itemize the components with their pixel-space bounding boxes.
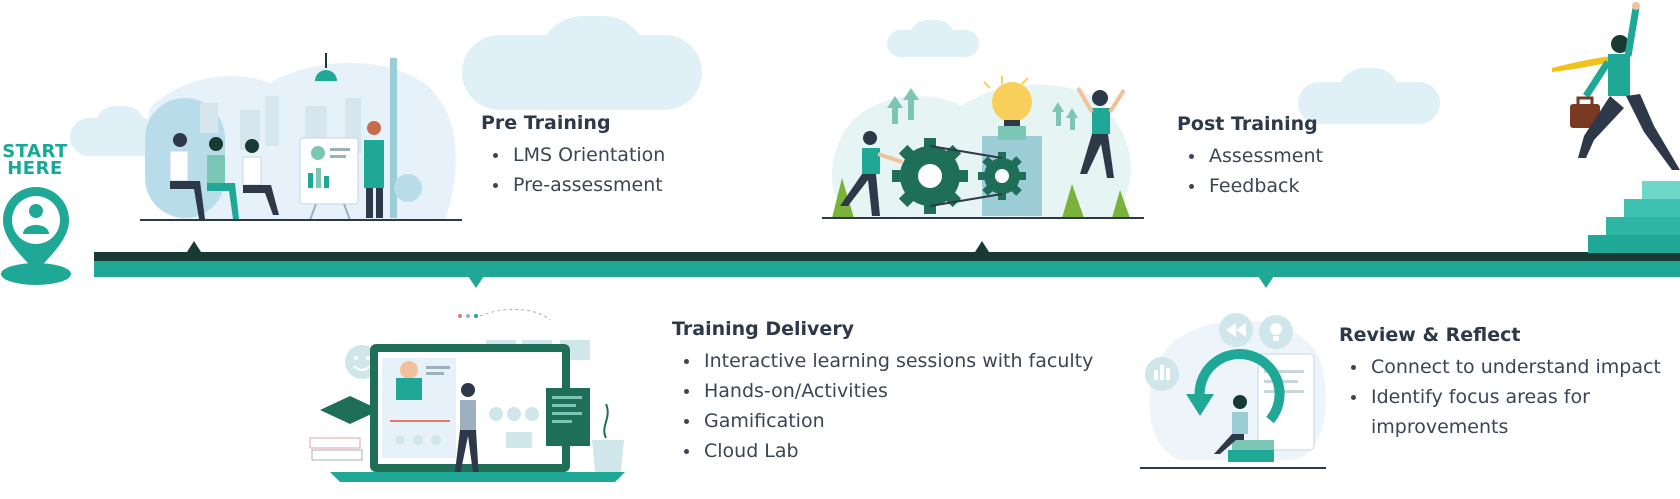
list-item: Interactive learning sessions with facul… (672, 346, 1093, 376)
review-reflect-list: Connect to understand impact Identify fo… (1339, 352, 1671, 442)
timeline-marker-up (975, 241, 989, 252)
training-delivery-illustration (309, 308, 625, 482)
list-item: Hands-on/Activities (672, 376, 1093, 406)
pre-training-illustration (140, 53, 462, 221)
timeline-marker-up (187, 241, 201, 252)
cloud-decoration (910, 20, 954, 54)
list-item: Cloud Lab (672, 436, 1093, 466)
review-reflect-title: Review & Reflect (1339, 324, 1521, 346)
cloud-decoration (95, 106, 145, 146)
list-item: Pre-assessment (481, 170, 665, 200)
training-delivery-title: Training Delivery (672, 318, 855, 340)
pre-training-title: Pre Training (481, 112, 611, 134)
gears-lightbulb-icon (822, 76, 1144, 219)
list-item: Assessment (1177, 141, 1323, 171)
list-item: LMS Orientation (481, 140, 665, 170)
training-delivery-list: Interactive learning sessions with facul… (672, 346, 1093, 466)
timeline-teal-band (94, 261, 1680, 277)
map-pin-person-icon (1, 187, 71, 285)
start-here-line1: START (2, 141, 68, 162)
success-stairs-illustration (1552, 2, 1680, 253)
pre-training-list: LMS Orientation Pre-assessment (481, 140, 665, 200)
cloud-decoration (1338, 68, 1400, 120)
list-item: Connect to understand impact (1339, 352, 1671, 382)
timeline-dark-line (94, 252, 1680, 261)
post-training-title: Post Training (1177, 113, 1318, 135)
start-here-line2: HERE (7, 158, 63, 179)
list-item: Identify focus areas for improvements (1339, 382, 1671, 442)
list-item: Gamification (672, 406, 1093, 436)
post-training-list: Assessment Feedback (1177, 141, 1323, 201)
cloud-decoration (538, 16, 648, 106)
timeline-marker-down (1258, 276, 1274, 288)
start-here-label: START HERE (0, 141, 70, 179)
list-item: Feedback (1177, 171, 1323, 201)
timeline-marker-down (468, 276, 484, 288)
refresh-cycle-icon (1140, 313, 1326, 469)
